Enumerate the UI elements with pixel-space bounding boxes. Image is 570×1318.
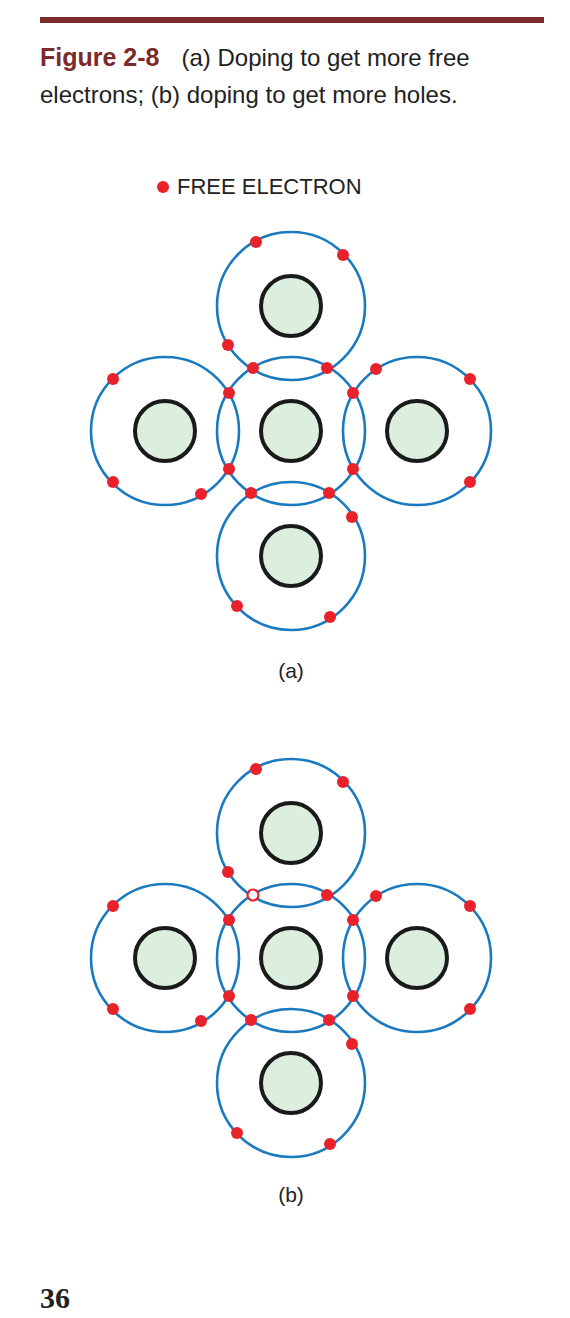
hole bbox=[248, 890, 259, 901]
lattice-b bbox=[91, 759, 491, 1157]
header-rule bbox=[40, 17, 544, 23]
legend-entry: FREE ELECTRON bbox=[157, 174, 362, 200]
legend-swatch bbox=[157, 181, 169, 193]
lattice-a bbox=[91, 232, 491, 630]
electron bbox=[247, 362, 259, 374]
legend-text: FREE ELECTRON bbox=[177, 174, 362, 200]
figure-heading: Figure 2-8(a) Doping to get more free el… bbox=[40, 39, 545, 113]
page-number: 36 bbox=[40, 1281, 70, 1315]
figure-number: Figure 2-8 bbox=[40, 43, 159, 71]
panel-label: (b) bbox=[278, 1183, 304, 1207]
panel-label: (a) bbox=[278, 659, 304, 683]
